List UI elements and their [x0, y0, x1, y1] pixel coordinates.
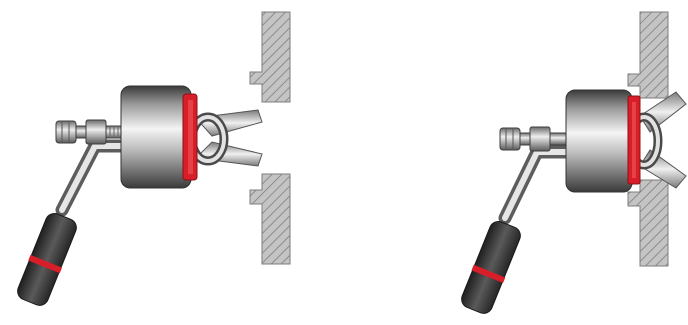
panel-right	[458, 12, 686, 316]
handle-grip-icon	[458, 218, 524, 316]
handle-rod	[62, 146, 122, 210]
plug-tool-icon	[566, 90, 640, 192]
plug-tool-icon	[121, 86, 197, 188]
handle-grip-icon	[14, 210, 80, 308]
panel-left	[14, 12, 290, 308]
wing-nut-icon	[192, 110, 262, 166]
handle-rod	[505, 152, 566, 218]
wall-section-icon	[250, 12, 290, 264]
